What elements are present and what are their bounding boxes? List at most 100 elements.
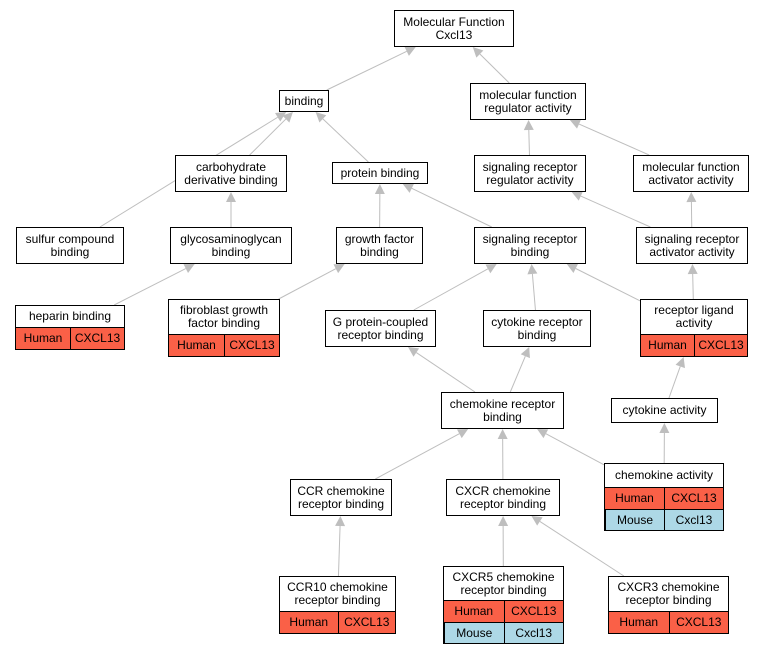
edge-sig_binding-to-protein: [402, 183, 492, 228]
node-label: G protein-coupled receptor binding: [332, 314, 429, 342]
node-label: cytokine receptor binding: [491, 314, 583, 342]
edge-receptor_ligand-to-sig_activator: [687, 264, 698, 300]
node-label: signaling receptor binding: [482, 231, 578, 259]
species-tag: Human: [605, 488, 664, 509]
gene-tag: CXCL13: [503, 601, 563, 622]
node-protein-binding[interactable]: protein binding: [332, 162, 428, 184]
species-tag: Mouse: [444, 622, 504, 643]
edge-growth_factor-to-protein: [374, 184, 385, 228]
arrowhead-icon: [569, 119, 582, 129]
edge-ccr-to-chemokine_receptor: [375, 429, 469, 480]
node-label: Molecular Function Cxcl13: [403, 14, 505, 42]
arrowhead-icon: [531, 516, 543, 526]
edge-chemokine_activity-to-cytokine_activity: [659, 423, 670, 464]
arrowhead-icon: [659, 423, 670, 434]
edge-protein-to-binding: [315, 112, 369, 163]
edge-chemokine_receptor-to-gpcr: [408, 347, 476, 393]
edge-line: [278, 268, 337, 300]
edge-line: [322, 118, 369, 163]
edge-carbohydrate-to-binding: [249, 112, 293, 156]
edge-line: [509, 356, 526, 393]
node-carbohydrate-derivative-binding[interactable]: carbohydrate derivative binding: [175, 155, 287, 192]
arrowhead-icon: [537, 429, 549, 439]
edge-mf_regulator-to-root: [472, 47, 510, 84]
arrowhead-icon: [527, 264, 538, 275]
edge-line: [375, 433, 460, 480]
node-molecular-function-activator-activity[interactable]: molecular function activator activity: [633, 155, 749, 192]
edge-glycosaminoglycan-to-carbohydrate: [226, 192, 236, 227]
arrowhead-icon: [183, 264, 195, 273]
node-label: glycosaminoglycan binding: [180, 231, 282, 259]
node-cxcr-chemokine-receptor-binding[interactable]: CXCR chemokine receptor binding: [446, 479, 560, 516]
arrowhead-icon: [497, 429, 508, 440]
arrowhead-icon: [282, 112, 293, 123]
node-label: CXCR chemokine receptor binding: [455, 483, 551, 511]
edge-line: [413, 268, 489, 311]
node-signaling-receptor-binding[interactable]: signaling receptor binding: [474, 227, 586, 264]
edge-ccr10-to-ccr: [335, 516, 346, 577]
node-signaling-receptor-regulator-activity[interactable]: signaling receptor regulator activity: [474, 155, 586, 192]
edge-cxcr-to-chemokine_receptor: [497, 429, 508, 480]
edge-line: [580, 195, 651, 228]
arrowhead-icon: [523, 120, 534, 131]
edge-line: [545, 433, 605, 466]
node-signaling-receptor-activator-activity[interactable]: signaling receptor activator activity: [636, 227, 748, 264]
gene-tag: CXCL13: [668, 612, 728, 633]
arrowhead-icon: [335, 516, 346, 527]
edge-sig_activator-to-sig_regulator: [571, 191, 651, 228]
node-g-protein-coupled-receptor-binding[interactable]: G protein-coupled receptor binding: [325, 310, 436, 347]
node-molecular-function-regulator-activity[interactable]: molecular function regulator activity: [470, 83, 586, 120]
edge-line: [539, 521, 625, 577]
edge-line: [113, 268, 186, 306]
node-label: CCR chemokine receptor binding: [297, 483, 385, 511]
node-cytokine-activity[interactable]: cytokine activity: [611, 398, 718, 423]
arrowhead-icon: [498, 516, 509, 527]
arrowhead-icon: [408, 347, 420, 357]
node-ccr-chemokine-receptor-binding[interactable]: CCR chemokine receptor binding: [290, 479, 392, 516]
edge-line: [479, 53, 510, 84]
arrowhead-icon: [404, 46, 416, 56]
edge-chemokine_receptor-to-cytokine_receptor: [509, 347, 530, 393]
node-label: CCR10 chemokine receptor binding: [287, 580, 388, 607]
node-label: growth factor binding: [344, 231, 415, 259]
node-cytokine-receptor-binding[interactable]: cytokine receptor binding: [483, 310, 591, 347]
edge-binding-to-root: [326, 46, 416, 91]
node-label: receptor ligand activity: [654, 303, 734, 330]
arrowhead-icon: [374, 184, 385, 195]
node-glycosaminoglycan-binding[interactable]: glycosaminoglycan binding: [170, 227, 292, 264]
edge-line: [668, 366, 681, 399]
edge-line: [326, 50, 407, 91]
node-growth-factor-binding[interactable]: growth factor binding: [336, 227, 423, 264]
node-label: heparin binding: [28, 309, 112, 323]
root-node-molecular-function[interactable]: Molecular Function Cxcl13: [394, 10, 514, 47]
edge-line: [337, 525, 341, 577]
edge-sig_regulator-to-mf_regulator: [523, 120, 534, 156]
species-tag: Human: [641, 335, 694, 356]
node-label: sulfur compound binding: [25, 231, 115, 259]
node-binding[interactable]: binding: [279, 90, 329, 112]
edge-heparin-to-glycosaminoglycan: [113, 264, 195, 306]
edge-cytokine_receptor-to-sig_binding: [527, 264, 538, 311]
edge-sig_activator-to-mf_activator: [686, 192, 697, 228]
edge-line: [249, 118, 287, 156]
edge-fgf-to-growth_factor: [278, 264, 345, 300]
arrowhead-icon: [520, 347, 530, 359]
node-sulfur-compound-binding[interactable]: sulfur compound binding: [16, 227, 124, 264]
node-chemokine-receptor-binding[interactable]: chemokine receptor binding: [441, 392, 564, 429]
arrowhead-icon: [333, 264, 345, 274]
arrowhead-icon: [402, 183, 414, 193]
